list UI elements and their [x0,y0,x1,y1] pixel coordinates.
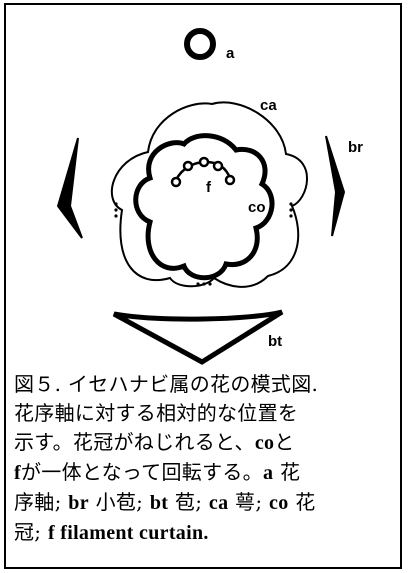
caption-line-3: 示す。花冠がねじれると、coと [14,430,295,454]
label-a: a [226,45,235,62]
corolla-outline [133,133,275,281]
filament-dots [170,156,236,188]
figure-frame [4,3,402,569]
caption-line-5: 序軸; br 小苞; bt 苞; ca 萼; co 花 [14,490,316,514]
caption-line-6: 冠; f filament curtain. [14,520,209,544]
caption-line-4: fが一体となって回転する。a 花 [14,460,301,484]
caption-line-2: 花序軸に対する相対的な位置を [14,401,299,425]
caption-line-1: 図５. イセハナビ属の花の模式図. [14,372,319,396]
label-br: br [348,139,363,156]
label-co: co [248,199,266,216]
inflorescence-axis-circle [184,28,216,60]
calyx-outline [110,101,308,288]
calyx-gap-dots [114,202,293,286]
bracteole-right [325,135,346,237]
label-f: f [206,179,212,196]
bracteole-left [56,137,83,239]
label-ca: ca [260,97,277,114]
figure-caption: 図５. イセハナビ属の花の模式図. 花序軸に対する相対的な位置を 示す。花冠がね… [14,370,394,548]
bract [112,309,284,365]
label-bt: bt [268,333,282,350]
